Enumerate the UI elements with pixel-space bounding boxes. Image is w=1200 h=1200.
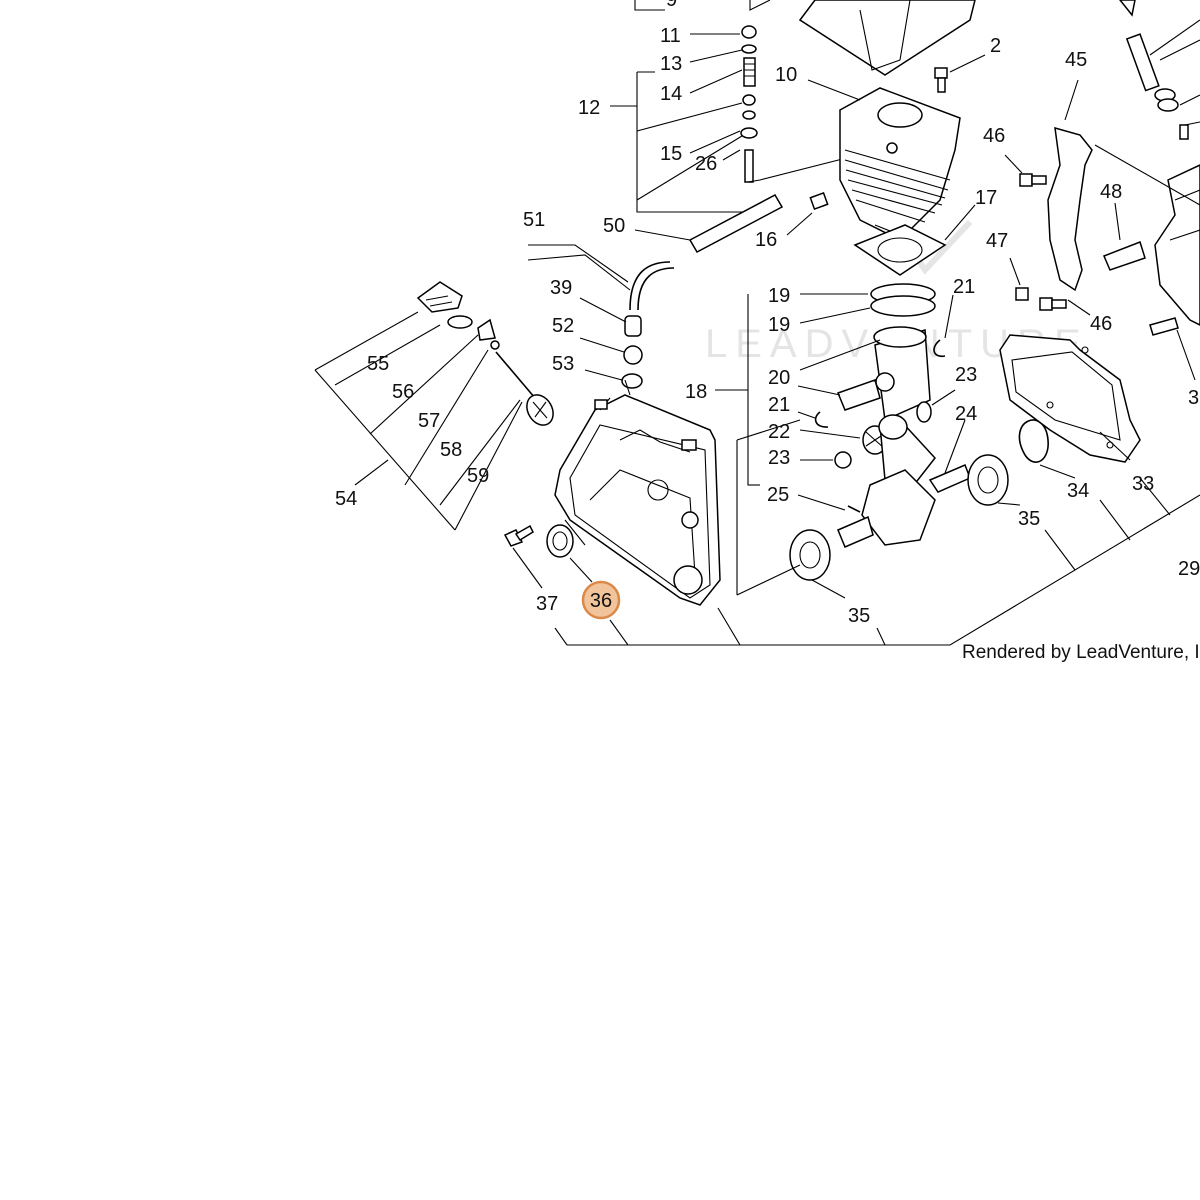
label-11: 11 [660,25,681,47]
label-19-a: 19 [768,285,790,307]
label-48: 48 [1100,181,1122,203]
label-23-a: 23 [768,447,790,469]
label-2: 2 [990,35,1001,57]
pin-48-part [1103,202,1146,271]
label-12: 12 [578,97,600,119]
label-56: 56 [392,381,414,403]
render-credit: Rendered by LeadVenture, Inc. [962,642,1200,663]
label-29: 29 [1178,558,1200,580]
label-50: 50 [603,215,625,237]
label-46-bottom: 46 [1090,313,1112,335]
circlip-21-part [797,294,954,428]
washer-23-part [800,389,956,469]
piston-rings-part [799,283,936,324]
oil-cap-part [314,281,554,531]
label-55: 55 [367,353,389,375]
label-14: 14 [660,83,682,105]
label-39: 39 [550,277,572,299]
label-36: 36 [590,590,612,612]
bearing-35-left-part [789,529,846,599]
pin-50-part [634,194,784,253]
label-20: 20 [768,367,790,389]
crankshaft-part [797,414,971,548]
label-58: 58 [440,439,462,461]
seal-36-part [546,524,593,583]
label-15: 15 [660,143,682,165]
label-52: 52 [552,315,574,337]
label-17: 17 [975,187,997,209]
circlip-34-part [1018,419,1076,479]
label-53: 53 [552,353,574,375]
label-37: 37 [536,593,558,615]
bolt-2-part [934,54,986,93]
label-18: 18 [685,381,707,403]
needle-bearing-22-part [799,425,888,455]
crankcase-right-part [999,334,1141,463]
cylinder-cover-part [634,0,976,76]
label-13: 13 [660,53,682,75]
label-47: 47 [986,230,1008,252]
label-22: 22 [768,421,790,443]
fuel-line-part [527,244,675,389]
label-46-top: 46 [983,125,1005,147]
bolt-37-part [503,524,543,589]
screw-16-part [786,192,829,236]
label-33: 33 [1132,473,1154,495]
label-35-left: 35 [848,605,870,627]
label-21-a: 21 [768,394,790,416]
label-16: 16 [755,229,777,251]
bearing-35-right-part [967,454,1021,506]
fuel-pump-right-part [1119,0,1200,140]
label-19-b: 19 [768,314,790,336]
label-23-b: 23 [955,364,977,386]
gasket-17-part [853,204,976,276]
bolt-46-part [1004,154,1091,316]
assembly-bracket-lines [554,144,1200,646]
fastener-stack [740,25,871,183]
cylinder-part [807,79,961,251]
label-25: 25 [767,484,789,506]
leader-lines-left-stack [610,33,750,213]
label-26: 26 [695,153,717,175]
label-59: 59 [467,465,489,487]
label-34: 34 [1067,480,1089,502]
piston-part [799,326,931,422]
label-51: 51 [523,209,545,231]
label-24: 24 [955,403,977,425]
label-21-b: 21 [953,276,975,298]
piston-pin-part [797,379,881,411]
label-45: 45 [1065,49,1087,71]
crankcase-part [554,379,721,606]
callout-36-highlight[interactable]: 36 [581,580,621,620]
label-9: 9 [666,0,677,11]
label-3: 3 [1188,387,1199,409]
label-54: 54 [335,488,357,510]
label-35-right: 35 [1018,508,1040,530]
bolt-47-part [1009,257,1029,301]
gasket-45-part [1047,79,1093,292]
housing-right-part [1149,164,1200,381]
label-10: 10 [775,64,797,86]
label-57: 57 [418,410,440,432]
callout-labels: 9 11 13 12 14 15 26 10 2 45 46 48 47 46 … [335,0,1200,627]
